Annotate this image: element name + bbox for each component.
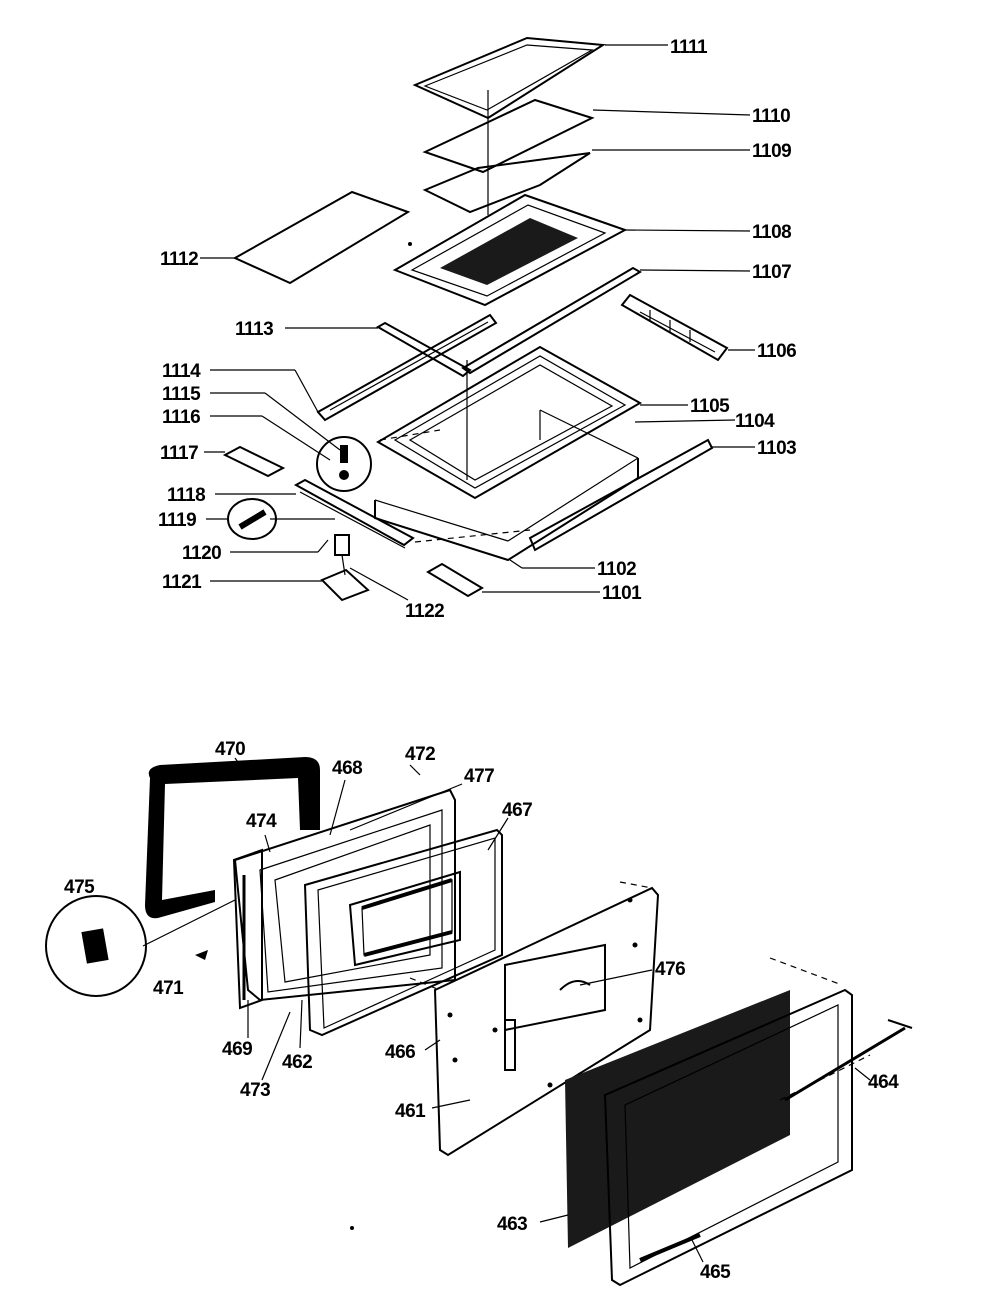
label-1112: 1112 — [160, 249, 198, 270]
label-1118: 1118 — [167, 485, 205, 506]
label-463: 463 — [497, 1214, 527, 1235]
part-1110-panel — [422, 98, 595, 174]
label-1102: 1102 — [597, 559, 636, 580]
label-1114: 1114 — [162, 361, 201, 382]
label-1122: 1122 — [405, 601, 444, 622]
part-1114-rail — [316, 313, 498, 422]
part-1121-bracket — [320, 568, 370, 602]
label-475: 475 — [64, 877, 95, 898]
part-1120-1122-hinge — [334, 534, 350, 576]
label-1111: 1111 — [670, 37, 708, 58]
label-466: 466 — [385, 1042, 415, 1063]
label-1113: 1113 — [235, 319, 273, 340]
part-1106-bracket — [620, 293, 729, 362]
label-1110: 1110 — [752, 106, 790, 127]
label-1108: 1108 — [752, 222, 791, 243]
label-1116: 1116 — [162, 407, 200, 428]
part-475-detail-circle — [45, 895, 236, 997]
label-1105: 1105 — [690, 396, 730, 417]
door-assembly: 470 468 472 477 474 467 475 471 469 462 … — [45, 739, 913, 1287]
label-1115: 1115 — [162, 384, 201, 405]
part-1113-strip — [375, 321, 472, 378]
label-469: 469 — [222, 1039, 252, 1060]
label-476: 476 — [655, 959, 685, 980]
door-leader-lines — [234, 757, 871, 1263]
label-1120: 1120 — [182, 543, 221, 564]
upper-assembly: 1111 1110 1109 1108 1107 1106 1105 1104 … — [158, 36, 797, 622]
label-467: 467 — [502, 800, 532, 821]
part-1108-window-frame — [392, 193, 628, 307]
part-466-inner-panel — [433, 886, 660, 1157]
part-1107-strip — [461, 266, 642, 375]
part-1115-1116-detail-circle — [316, 436, 372, 492]
part-1112-panel — [232, 190, 411, 285]
label-1119: 1119 — [158, 510, 196, 531]
label-1103: 1103 — [757, 438, 796, 459]
part-1118-rail — [293, 478, 415, 549]
part-1102-bottom-panel — [374, 409, 639, 562]
label-1109: 1109 — [752, 141, 791, 162]
label-461: 461 — [395, 1101, 426, 1122]
label-472: 472 — [405, 744, 435, 765]
label-477: 477 — [464, 766, 494, 787]
part-470-door-gasket — [145, 757, 320, 919]
part-467-door-panel — [303, 828, 503, 1037]
label-468: 468 — [332, 758, 362, 779]
label-471: 471 — [153, 978, 184, 999]
part-1105-liner-frame — [376, 345, 643, 500]
upper-leader-lines — [200, 44, 755, 601]
label-1106: 1106 — [757, 341, 796, 362]
label-470: 470 — [215, 739, 245, 760]
label-1117: 1117 — [160, 443, 198, 464]
part-471-screw — [195, 950, 208, 960]
label-464: 464 — [868, 1072, 899, 1093]
label-462: 462 — [282, 1052, 312, 1073]
part-1111-gasket-frame — [412, 36, 607, 120]
part-1101-bracket — [426, 562, 484, 598]
part-465-outer-door — [603, 988, 853, 1287]
label-1104: 1104 — [735, 411, 775, 432]
part-468-inner-door — [233, 788, 456, 1002]
label-473: 473 — [240, 1080, 270, 1101]
label-1107: 1107 — [752, 262, 791, 283]
label-1101: 1101 — [602, 583, 642, 604]
part-1103-side-rail — [528, 438, 714, 552]
part-1119-detail-circle — [227, 498, 277, 540]
part-1117-bracket — [222, 445, 286, 478]
part-1109-panel — [422, 152, 591, 214]
label-1121: 1121 — [162, 572, 202, 593]
label-465: 465 — [700, 1262, 731, 1283]
part-474-side-frame — [232, 848, 263, 1010]
label-474: 474 — [246, 811, 277, 832]
